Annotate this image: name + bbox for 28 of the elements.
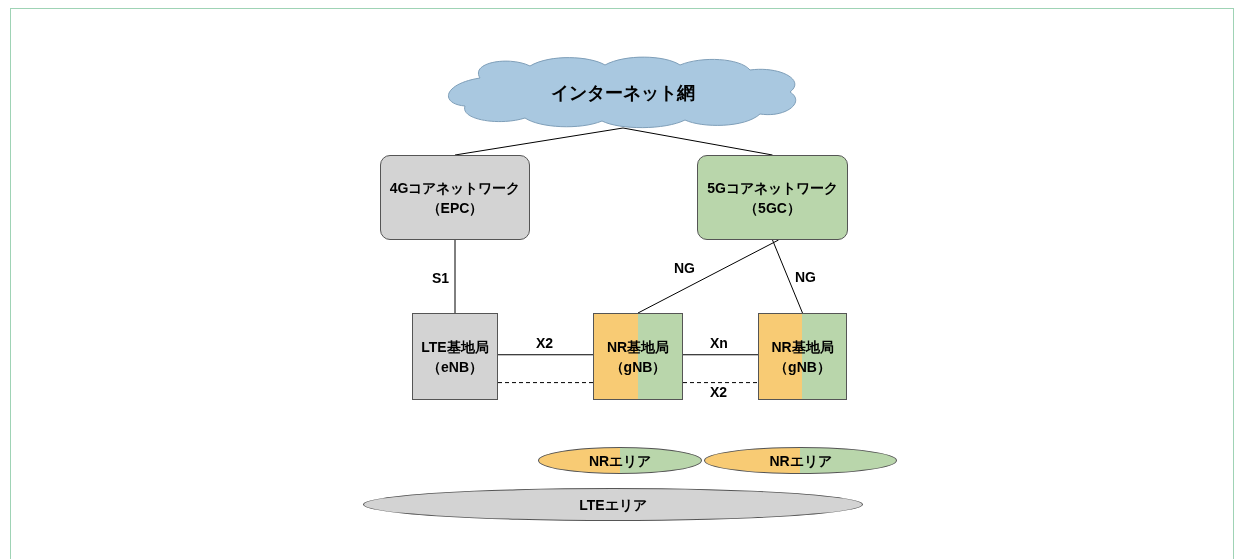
node-label: NRエリア — [769, 451, 832, 471]
base-station-box — [593, 313, 683, 400]
core-network-box — [380, 155, 530, 240]
edge-label: X2 — [534, 335, 556, 351]
connector-line — [772, 239, 803, 314]
node-label: NRエリア — [588, 451, 652, 471]
node-label: NR基地局（gNB） — [605, 337, 671, 377]
edge-label: NG — [672, 260, 697, 276]
edge-label: NG — [793, 269, 818, 285]
node-label: 4Gコアネットワーク（EPC） — [388, 178, 522, 218]
connector-line — [682, 354, 759, 356]
connector-line — [637, 239, 780, 314]
connector-line — [497, 354, 594, 356]
core-network-box — [697, 155, 848, 240]
dashed-connector-line — [682, 382, 759, 384]
connector-line — [622, 127, 773, 156]
edge-label: X2 — [708, 384, 730, 400]
base-station-box — [758, 313, 847, 400]
node-label: NR基地局（gNB） — [770, 337, 835, 377]
edge-label: S1 — [430, 270, 452, 286]
node-label: インターネット網 — [551, 83, 695, 103]
base-station-box — [412, 313, 498, 400]
node-label: LTEエリア — [579, 495, 647, 515]
node-label: 5Gコアネットワーク（5GC） — [706, 178, 839, 218]
dashed-connector-line — [497, 382, 594, 384]
edge-label: Xn — [708, 335, 730, 351]
connector-line — [454, 239, 456, 314]
node-label: LTE基地局（eNB） — [420, 337, 490, 377]
